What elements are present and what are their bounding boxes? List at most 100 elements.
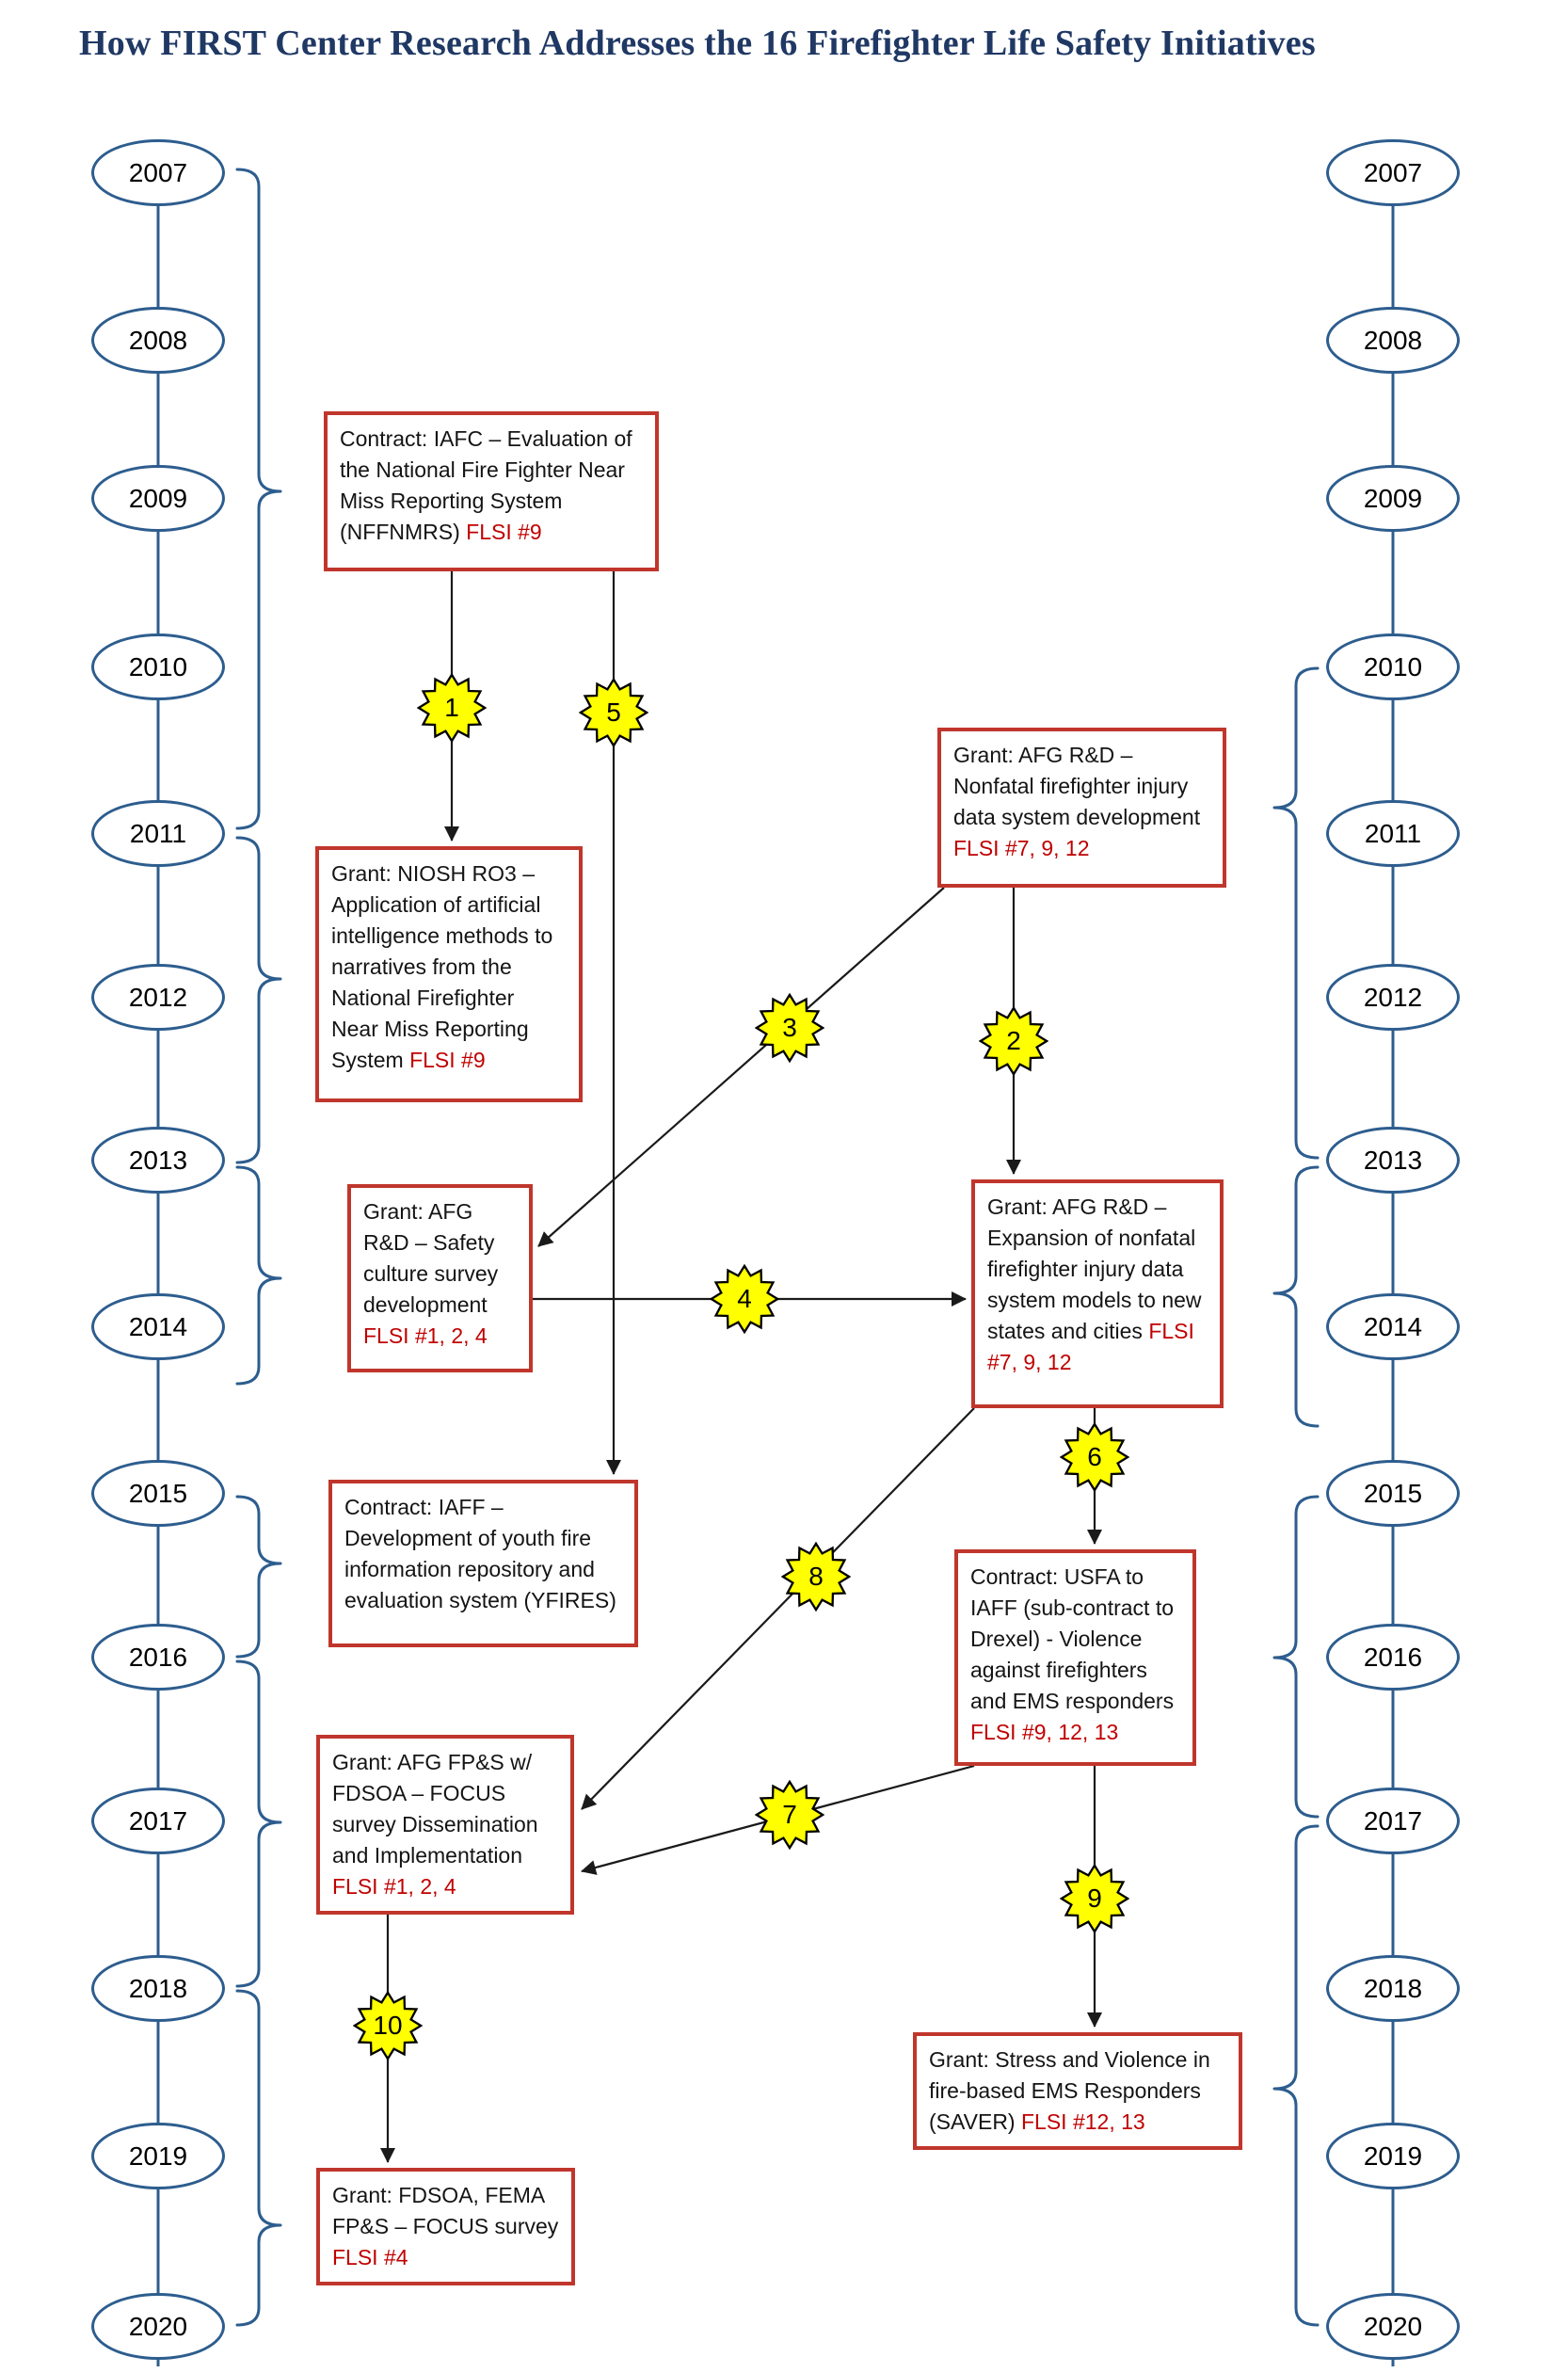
- project-description: Grant: AFG R&D – Nonfatal firefighter in…: [953, 743, 1201, 829]
- timeline-right-year-2015: 2015: [1326, 1460, 1460, 1527]
- timeline-brace-8: [1272, 1165, 1320, 1428]
- project-box-usfa-iaff-violence: Contract: USFA to IAFF (sub-contract to …: [954, 1549, 1196, 1766]
- year-label: 2019: [1363, 2141, 1423, 2171]
- year-label: 2018: [128, 1973, 188, 2003]
- timeline-left-year-2012: 2012: [91, 964, 225, 1031]
- starburst-number: 3: [782, 1013, 797, 1042]
- starburst-shape: [979, 1006, 1048, 1076]
- timeline-right-year-2012: 2012: [1326, 964, 1460, 1031]
- project-description: Grant: NIOSH RO3 – Application of artifi…: [331, 861, 553, 1072]
- starburst-number: 6: [1087, 1442, 1102, 1471]
- starburst-number: 7: [782, 1800, 797, 1829]
- starburst-shape: [755, 993, 824, 1063]
- timeline-right-year-2010: 2010: [1326, 633, 1460, 700]
- starburst-shape: [1060, 1422, 1129, 1492]
- project-box-afg-focus-dissemination: Grant: AFG FP&S w/ FDSOA – FOCUS survey …: [316, 1735, 574, 1915]
- timeline-left-year-2011: 2011: [91, 800, 225, 867]
- timeline-left-year-2018: 2018: [91, 1955, 225, 2022]
- starburst-shape: [417, 673, 487, 743]
- timeline-left-year-2017: 2017: [91, 1788, 225, 1854]
- project-box-iaff-yfires: Contract: IAFF – Development of youth fi…: [328, 1480, 638, 1647]
- timeline-left-year-2008: 2008: [91, 307, 225, 374]
- year-label: 2014: [1363, 1311, 1423, 1341]
- flsi-reference: FLSI #12, 13: [1020, 2109, 1145, 2134]
- starburst-8: 8: [781, 1542, 851, 1611]
- year-label: 2020: [128, 2311, 188, 2341]
- year-label: 2013: [1363, 1145, 1423, 1175]
- flsi-reference: FLSI #4: [332, 2245, 408, 2269]
- project-box-fdsoa-focus: Grant: FDSOA, FEMA FP&S – FOCUS survey F…: [316, 2168, 575, 2285]
- flsi-reference: FLSI #1, 2, 4: [332, 1874, 456, 1899]
- starburst-shape: [1060, 1864, 1129, 1933]
- timeline-left-year-2014: 2014: [91, 1293, 225, 1360]
- timeline-right-year-2016: 2016: [1326, 1624, 1460, 1691]
- starburst-number: 4: [737, 1284, 752, 1313]
- starburst-7: 7: [755, 1780, 824, 1850]
- year-label: 2017: [128, 1805, 188, 1836]
- starburst-icon: [755, 1780, 824, 1850]
- flsi-reference: FLSI #1, 2, 4: [363, 1323, 488, 1348]
- timeline-right-year-2013: 2013: [1326, 1127, 1460, 1194]
- starburst-icon: [417, 673, 487, 743]
- page-title: How FIRST Center Research Addresses the …: [79, 24, 1316, 63]
- timeline-right-year-2011: 2011: [1326, 800, 1460, 867]
- timeline-right-year-2019: 2019: [1326, 2123, 1460, 2189]
- starburst-shape: [710, 1264, 779, 1334]
- year-label: 2008: [1363, 325, 1423, 355]
- year-label: 2016: [128, 1642, 188, 1672]
- year-label: 2014: [128, 1311, 188, 1341]
- timeline-brace-9: [1272, 1495, 1320, 1819]
- timeline-right-year-2018: 2018: [1326, 1955, 1460, 2022]
- timeline-right-year-2007: 2007: [1326, 139, 1460, 206]
- year-label: 2016: [1363, 1642, 1423, 1672]
- starburst-number: 9: [1087, 1884, 1102, 1913]
- year-label: 2009: [1363, 483, 1423, 513]
- flsi-reference: FLSI #7, 9, 12: [953, 836, 1090, 860]
- project-box-afg-injury-data: Grant: AFG R&D – Nonfatal firefighter in…: [937, 728, 1226, 888]
- starburst-icon: [781, 1542, 851, 1611]
- timeline-brace-3: [235, 1165, 282, 1386]
- project-description: Contract: IAFC – Evaluation of the Natio…: [340, 426, 632, 544]
- project-box-saver: Grant: Stress and Violence in fire-based…: [913, 2032, 1242, 2150]
- starburst-shape: [579, 678, 648, 747]
- project-description: Grant: Stress and Violence in fire-based…: [929, 2047, 1210, 2134]
- project-box-afg-safety-culture: Grant: AFG R&D – Safety culture survey d…: [347, 1184, 533, 1372]
- timeline-right-year-2008: 2008: [1326, 307, 1460, 374]
- starburst-shape: [755, 1780, 824, 1850]
- year-label: 2011: [1364, 818, 1422, 848]
- year-label: 2010: [128, 651, 188, 681]
- timeline-right-year-2017: 2017: [1326, 1788, 1460, 1854]
- year-label: 2013: [128, 1145, 188, 1175]
- starburst-icon: [979, 1006, 1048, 1076]
- flow-arrow-7: [581, 1407, 975, 1810]
- starburst-3: 3: [755, 993, 824, 1063]
- year-label: 2019: [128, 2141, 188, 2171]
- starburst-number: 8: [808, 1562, 824, 1591]
- year-label: 2017: [1363, 1805, 1423, 1836]
- starburst-icon: [1060, 1864, 1129, 1933]
- timeline-left-year-2015: 2015: [91, 1460, 225, 1527]
- project-description: Contract: IAFF – Development of youth fi…: [344, 1495, 616, 1612]
- year-label: 2012: [128, 982, 188, 1012]
- starburst-number: 10: [373, 2011, 403, 2040]
- timeline-brace-5: [235, 1659, 282, 1988]
- timeline-left-year-2020: 2020: [91, 2293, 225, 2360]
- timeline-brace-6: [235, 1989, 282, 2327]
- year-label: 2010: [1363, 651, 1423, 681]
- timeline-right-year-2009: 2009: [1326, 465, 1460, 532]
- year-label: 2018: [1363, 1973, 1423, 2003]
- project-description: Grant: AFG R&D – Expansion of nonfatal f…: [987, 1195, 1202, 1343]
- year-label: 2007: [128, 157, 188, 187]
- year-label: 2015: [128, 1478, 188, 1508]
- timeline-left-year-2016: 2016: [91, 1624, 225, 1691]
- timeline-left-year-2010: 2010: [91, 633, 225, 700]
- starburst-4: 4: [710, 1264, 779, 1334]
- starburst-9: 9: [1060, 1864, 1129, 1933]
- starburst-2: 2: [979, 1006, 1048, 1076]
- timeline-brace-7: [1272, 666, 1320, 1160]
- starburst-10: 10: [353, 1991, 423, 2060]
- year-label: 2012: [1363, 982, 1423, 1012]
- timeline-brace-2: [235, 836, 282, 1164]
- project-description: Grant: AFG R&D – Safety culture survey d…: [363, 1199, 499, 1317]
